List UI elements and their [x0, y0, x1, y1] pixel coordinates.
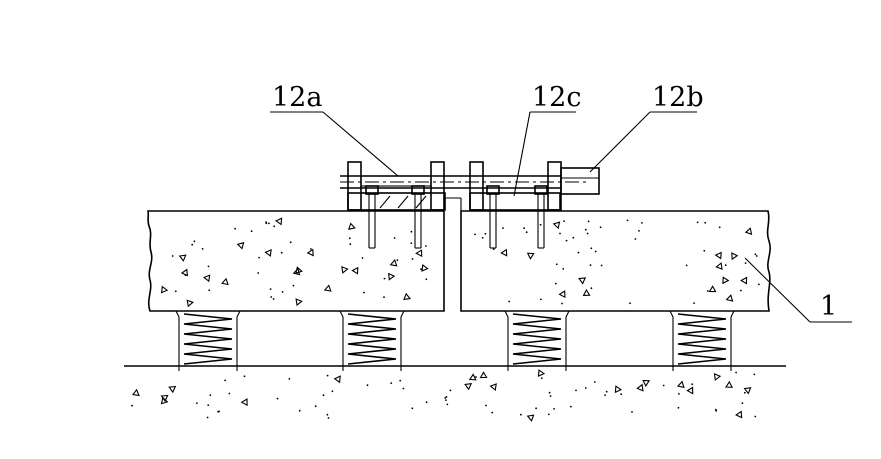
anchor-bolt — [365, 185, 379, 249]
label-12b: 12b — [652, 82, 704, 113]
bracket-12a — [347, 161, 446, 211]
label-12c: 12c — [532, 82, 581, 113]
slab-right-texture — [474, 219, 760, 305]
spring-support — [339, 310, 405, 371]
concrete-slab-left — [146, 210, 445, 312]
connecting-rod-12c — [340, 175, 590, 189]
concrete-slab-right — [460, 210, 771, 312]
spring-supports — [175, 310, 735, 371]
label-1: 1 — [820, 291, 837, 322]
label-12a: 12a — [272, 82, 322, 113]
anchor-bolts — [365, 185, 548, 249]
spring-support — [175, 310, 241, 371]
spring-support — [504, 310, 570, 371]
callouts: 12a 12c 12b 1 — [270, 82, 852, 323]
anchor-bolt — [411, 185, 425, 249]
expansion-gap — [443, 197, 462, 211]
anchor-bolt — [486, 185, 500, 249]
anchor-bolt — [534, 185, 548, 249]
spring-support — [669, 310, 735, 371]
ground — [124, 365, 786, 422]
slab-left-texture — [160, 217, 429, 308]
ground-aggregate-texture — [131, 369, 757, 422]
